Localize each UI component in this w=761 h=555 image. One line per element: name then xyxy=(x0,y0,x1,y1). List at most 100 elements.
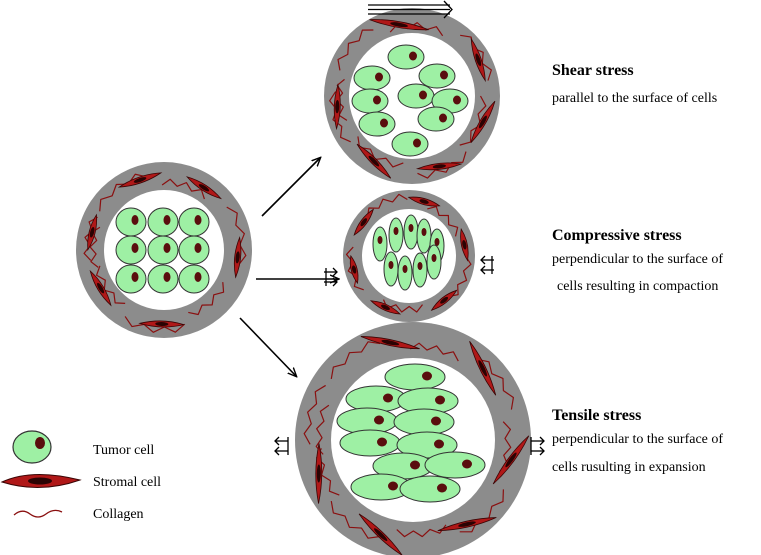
collagen-fibre xyxy=(330,341,381,380)
stromal-cell xyxy=(333,83,341,131)
tensile-title: Tensile stress xyxy=(552,407,641,424)
tensile-force-arrows-left xyxy=(274,436,289,456)
stromal-cell xyxy=(356,143,392,179)
tumor-cell xyxy=(417,106,455,132)
tumor-cell xyxy=(115,235,147,265)
tumor-cell xyxy=(388,217,404,253)
stromal-cell xyxy=(360,336,420,350)
stromal-cell xyxy=(469,341,497,396)
tensile-desc-line-1: perpendicular to the surface of xyxy=(552,432,723,447)
tumor-cell xyxy=(372,226,388,262)
collagen-fibre xyxy=(410,342,459,362)
tumor-cell xyxy=(397,255,413,291)
collagen-fibre xyxy=(427,205,459,237)
collagen-fibre xyxy=(330,500,381,539)
stromal-cell xyxy=(430,289,458,311)
compressive-force-arrows-right xyxy=(480,255,494,275)
tumor-cell xyxy=(391,131,429,157)
collagen-fibre xyxy=(99,173,148,212)
tensile-desc-line-2: cells rusulting in expansion xyxy=(552,460,706,475)
stromal-cell xyxy=(415,162,463,171)
legend-collagen-label: Collagen xyxy=(93,507,144,522)
tumor-cell xyxy=(358,111,396,137)
compressive-title: Compressive stress xyxy=(552,227,682,244)
tumor-cell xyxy=(416,218,432,254)
arrow-to-shear xyxy=(261,158,320,217)
stromal-cell xyxy=(117,172,163,188)
tumor-cell xyxy=(399,475,461,503)
tumor-cell xyxy=(396,431,458,459)
compressive-desc-line-2: cells resulting in compaction xyxy=(557,279,718,294)
stromal-cell xyxy=(315,443,323,504)
tumor-cell xyxy=(418,63,456,89)
collagen-fibre xyxy=(460,34,492,81)
spheroid-tensile xyxy=(295,322,531,555)
tensile-force-arrows-right xyxy=(530,436,545,456)
tumor-cell xyxy=(351,88,389,114)
tumor-cell xyxy=(350,473,412,501)
collagen-icon xyxy=(13,509,63,518)
stromal-cell xyxy=(87,213,98,252)
collagen-fibre xyxy=(315,404,330,455)
tumor-cell xyxy=(353,65,391,91)
legend-tumor-cell: Tumor cell xyxy=(12,430,154,464)
shear-force-arrows xyxy=(368,0,453,19)
collagen-fibre xyxy=(188,282,225,316)
shear-desc-line-1: parallel to the surface of cells xyxy=(552,91,717,106)
collagen-fibre xyxy=(448,255,472,298)
tumor-cell xyxy=(115,264,147,294)
collagen-fibre xyxy=(124,316,185,333)
tumor-cell xyxy=(147,207,179,237)
tumor-cell xyxy=(178,235,210,265)
collagen-fibre xyxy=(337,29,374,71)
stromal-cell xyxy=(349,254,359,285)
tumor-cell xyxy=(178,264,210,294)
stromal-cell xyxy=(233,236,242,279)
shear-title: Shear stress xyxy=(552,62,634,79)
legend-tumor-label: Tumor cell xyxy=(93,443,154,458)
legend-collagen: Collagen xyxy=(13,507,144,522)
collagen-fibre xyxy=(476,358,514,410)
stromal-cell xyxy=(185,176,222,200)
stromal-cell xyxy=(369,19,429,31)
tumor-cell xyxy=(426,244,442,280)
collagen-fibre xyxy=(345,246,364,291)
stromal-cell xyxy=(138,320,186,328)
tumor-cell xyxy=(384,363,446,391)
tumor-cell xyxy=(339,429,401,457)
tumor-cell xyxy=(397,83,435,109)
collagen-fibre xyxy=(329,91,351,143)
arrow-to-tensile xyxy=(239,317,296,376)
collagen-fibre xyxy=(226,206,247,266)
stromal-cell xyxy=(358,513,403,555)
tumor-cell-icon xyxy=(12,430,52,464)
stromal-cell xyxy=(492,435,530,485)
stromal-cell xyxy=(407,196,441,207)
legend-stromal-label: Stromal cell xyxy=(93,475,161,490)
tumor-cell xyxy=(424,451,486,479)
label-compressive: Compressive stress perpendicular to the … xyxy=(552,227,723,294)
collagen-fibre xyxy=(396,524,447,538)
legend: Tumor cell Stromal cell Collagen xyxy=(0,430,161,522)
stromal-cell xyxy=(369,300,402,315)
tumor-cell xyxy=(115,207,147,237)
stromal-cell xyxy=(460,227,469,262)
legend-stromal-cell: Stromal cell xyxy=(0,474,161,490)
tumor-cell xyxy=(387,44,425,70)
tumor-cell xyxy=(147,235,179,265)
spheroid-initial xyxy=(76,162,252,338)
collagen-fibre xyxy=(83,216,98,261)
tumor-cell xyxy=(412,252,428,288)
stromal-cell xyxy=(353,208,374,236)
compressive-desc-line-1: perpendicular to the surface of xyxy=(552,252,723,267)
collagen-fibre xyxy=(303,384,326,445)
stromal-cell xyxy=(89,269,112,307)
collagen-fibre xyxy=(417,151,467,179)
collagen-fibre xyxy=(366,193,408,218)
stromal-cell xyxy=(437,517,497,532)
tumor-cell xyxy=(403,214,419,250)
tumor-cell xyxy=(178,207,210,237)
tumor-cell xyxy=(147,264,179,294)
